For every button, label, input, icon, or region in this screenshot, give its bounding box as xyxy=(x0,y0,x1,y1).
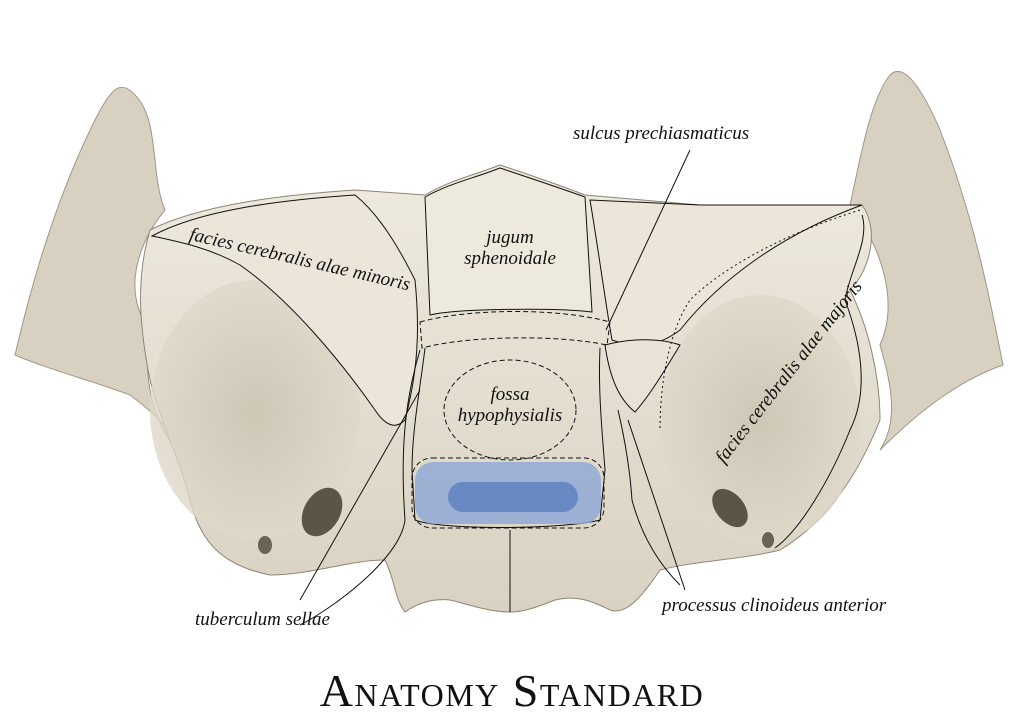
right-cavity xyxy=(660,295,860,545)
leader-processus xyxy=(627,419,686,591)
label-fossa-line1: fossa xyxy=(490,384,530,405)
brand-title: Anatomy Standard xyxy=(319,665,705,716)
left-cavity xyxy=(150,280,360,540)
leader-tuberculum xyxy=(299,389,421,601)
label-fossa-line2: hypophysialis xyxy=(457,404,563,426)
label-fossa-hypophysialis: fossa hypophysialis xyxy=(440,384,580,427)
leader-sulcus xyxy=(605,149,691,331)
left-foramen-small xyxy=(258,536,272,554)
left-foramen xyxy=(301,487,343,537)
dorsum-sellae-dashed xyxy=(411,457,605,529)
sulcus-prechiasmaticus-band xyxy=(419,311,611,349)
label-jugum-sphenoidale: jugum sphenoidale xyxy=(440,227,580,270)
dorsum-sellae-inner xyxy=(448,482,578,512)
jugum-sphenoidale-outline xyxy=(424,167,593,316)
sella-outer-outline xyxy=(299,349,421,626)
anterior-clinoid-process xyxy=(604,339,681,413)
fossa-hypophysialis-outline xyxy=(443,359,577,461)
label-sulcus-prechiasmaticus: sulcus prechiasmaticus xyxy=(573,123,750,144)
right-foramen-small xyxy=(762,532,774,548)
label-jugum-line2: sphenoidale xyxy=(464,247,556,269)
clinoid-outline-line xyxy=(617,409,681,586)
right-foramen xyxy=(712,488,748,528)
sella-outline xyxy=(411,347,606,528)
label-processus-clinoideus: processus clinoideus anterior xyxy=(662,595,887,616)
right-lesser-wing-outline xyxy=(589,199,863,346)
label-jugum-line1: jugum xyxy=(486,227,534,248)
left-lesser-wing-outline xyxy=(150,194,419,426)
left-greater-wing xyxy=(14,86,196,471)
right-greater-wing-solid xyxy=(774,214,865,549)
label-tuberculum-sellae: tuberculum sellae xyxy=(195,609,330,630)
